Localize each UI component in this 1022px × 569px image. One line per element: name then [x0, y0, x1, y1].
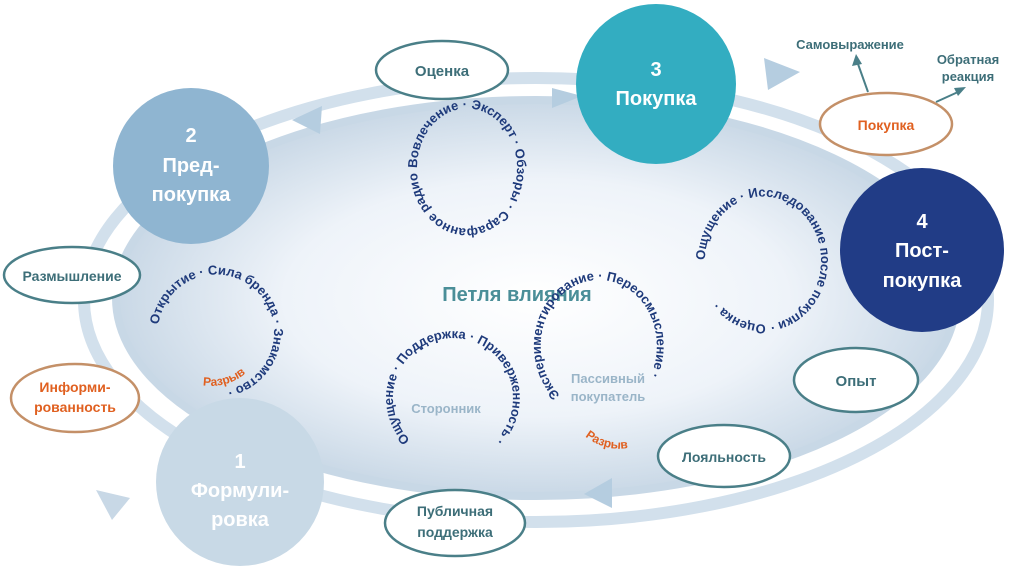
- stage-1-number: 1: [234, 451, 245, 473]
- pill-opyt-label: Опыт: [836, 373, 877, 390]
- stage-1-label-line2: ровка: [211, 509, 270, 531]
- stage-2-bubble: 2 Пред- покупка: [113, 88, 269, 244]
- pill-pokupka: Покупка: [818, 91, 954, 157]
- arrow-obratnaya-head: [954, 87, 966, 96]
- stage-4-bubble: 4 Пост- покупка: [840, 168, 1004, 332]
- ring-bottom-inner: Сторонник: [411, 401, 481, 416]
- stage-2-label-line1: Пред-: [162, 155, 219, 177]
- arrow-samovyrazhenie-head: [852, 54, 862, 66]
- ring-mid-inner-line1: Пассивный: [571, 371, 645, 386]
- pill-publichnaya-podderzhka: Публичная поддержка: [383, 488, 527, 558]
- pill-loyalnost: Лояльность: [656, 423, 792, 489]
- center-title: Петля влияния: [442, 284, 591, 306]
- stage-4-number: 4: [916, 211, 928, 233]
- stage-2-number: 2: [185, 125, 196, 147]
- pill-publichnaya-line2: поддержка: [417, 524, 493, 540]
- pill-razmyshlenie-label: Размышление: [22, 268, 121, 284]
- stage-3-label: Покупка: [616, 88, 698, 110]
- pill-informirovannost: Информи- рованность: [9, 362, 141, 434]
- pill-razmyshlenie: Размышление: [2, 245, 142, 305]
- loop-arrow-bottom-left: [96, 490, 130, 520]
- label-obratnaya-line1: Обратная: [937, 52, 999, 67]
- pill-informirovannost-line2: рованность: [34, 399, 116, 415]
- stage-3-number: 3: [650, 59, 661, 81]
- loop-arrow-bottom: [584, 478, 612, 508]
- ring-mid-inner-line2: покупатель: [571, 389, 645, 404]
- pill-otsenka: Оценка: [374, 39, 510, 101]
- loop-arrow-right-top: [764, 58, 800, 90]
- stage-3-bubble: 3 Покупка: [576, 4, 736, 164]
- label-samovyrazhenie: Самовыражение: [796, 37, 904, 52]
- pill-informirovannost-line1: Информи-: [39, 379, 110, 395]
- pill-pokupka-label: Покупка: [858, 117, 915, 133]
- pill-publichnaya-line1: Публичная: [417, 503, 493, 519]
- stage-1-bubble: 1 Формули- ровка: [156, 398, 324, 566]
- loop-arrow-top: [552, 88, 582, 108]
- loop-arrow-left-top: [292, 106, 322, 134]
- stage-4-label-line1: Пост-: [895, 240, 949, 262]
- pill-otsenka-label: Оценка: [415, 63, 470, 80]
- arrow-obratnaya-line: [935, 91, 959, 103]
- stage-2-label-line2: покупка: [152, 184, 232, 206]
- pill-opyt: Опыт: [792, 346, 920, 414]
- arrow-samovyrazhenie-line: [857, 63, 869, 93]
- stage-1-label-line1: Формули-: [191, 480, 289, 502]
- stage-4-label-line2: покупка: [883, 270, 963, 292]
- pill-loyalnost-label: Лояльность: [682, 449, 766, 465]
- label-obratnaya-line2: реакция: [942, 69, 994, 84]
